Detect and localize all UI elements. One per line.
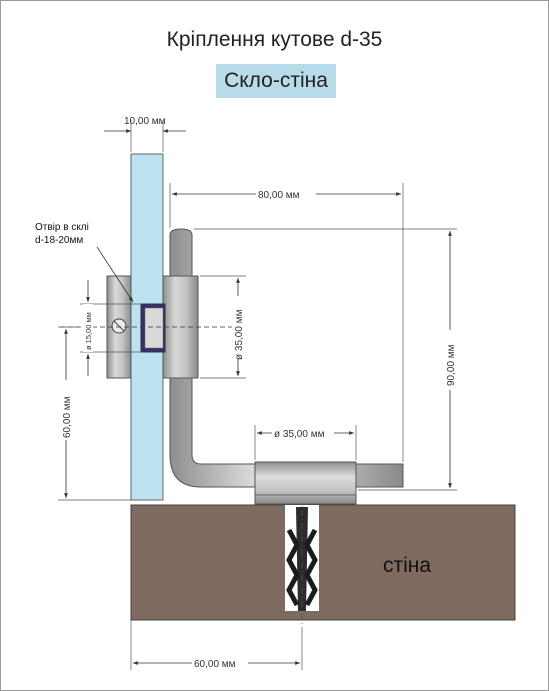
wall (130, 504, 516, 621)
angle-rod (169, 228, 404, 488)
dim-glass-hole-diameter: ø 15,00 мм (80, 280, 140, 376)
dim-total-height: 90,00 мм (194, 228, 457, 491)
svg-text:90,00 мм: 90,00 мм (446, 344, 457, 386)
dim-wall-offset: 60,00 мм (130, 620, 303, 670)
drawing-subtitle: Скло-стіна (216, 64, 336, 98)
svg-text:ø 35,00 мм: ø 35,00 мм (234, 309, 245, 360)
svg-text:60,00 мм: 60,00 мм (62, 396, 73, 438)
glass-hole-note: Отвір в склі d-18-20мм (35, 222, 134, 303)
dim-glass-clamp-diameter: ø 35,00 мм (200, 275, 246, 379)
svg-text:60,00 мм: 60,00 мм (194, 659, 236, 670)
wall-clamp (254, 461, 357, 505)
drawing-title: Кріплення кутове d-35 (166, 28, 383, 51)
svg-text:10,00 мм: 10,00 мм (124, 116, 166, 127)
dim-arm-length: 80,00 мм (169, 183, 404, 462)
svg-text:80,00 мм: 80,00 мм (258, 190, 300, 201)
wall-anchor (285, 497, 319, 627)
svg-text:Отвір в склі: Отвір в склі (35, 222, 89, 233)
dim-glass-thickness: 10,00 мм (104, 116, 186, 152)
dim-height-to-hole: 60,00 мм (58, 326, 131, 501)
wall-label: стіна (383, 554, 431, 577)
svg-text:d-18-20мм: d-18-20мм (35, 235, 83, 246)
svg-text:ø 35,00 мм: ø 35,00 мм (274, 429, 325, 440)
dim-wall-clamp-diameter: ø 35,00 мм (254, 425, 357, 460)
svg-text:ø 15,00 мм: ø 15,00 мм (84, 312, 93, 350)
